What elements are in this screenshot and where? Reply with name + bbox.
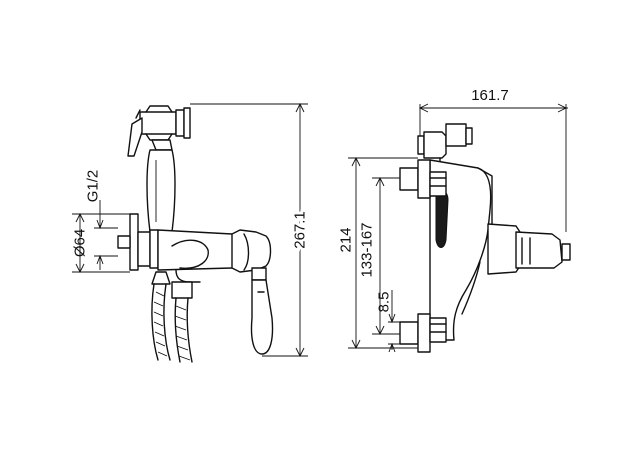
dimension-overall-height-left: 267.1 [190,102,312,358]
hand-shower-grip [146,139,176,237]
hand-shower-head [127,105,191,157]
label-overall-height-right: 214 [338,227,355,252]
valve-body [137,229,272,283]
dimension-center-distance: 133-167 [356,176,400,336]
label-width: 161.7 [471,87,509,104]
label-offset: 8.5 [376,292,393,313]
dimension-flange-diameter: Ø64 [72,212,130,274]
label-overall-height-left: 267.1 [292,211,309,249]
braided-hoses [151,271,193,363]
label-thread: G1/2 [85,170,102,203]
wall-flange [117,213,139,271]
dimension-width: 161.7 [418,87,568,232]
eccentric-top [399,159,447,199]
dimension-thread: G1/2 [85,170,118,270]
right-side-view: 161.7 214 133-167 8.5 [338,87,571,353]
label-center-distance: 133-167 [359,222,376,277]
lever-handle [250,267,274,355]
shower-holder [417,123,473,171]
dimension-offset: 8.5 [376,290,400,353]
label-flange-diameter: Ø64 [72,229,89,257]
eccentric-bottom [399,313,447,353]
dimension-overall-height-right: 214 [338,156,418,350]
valve-body-side [429,159,571,341]
left-side-view: Ø64 G1/2 267.1 [72,102,312,363]
